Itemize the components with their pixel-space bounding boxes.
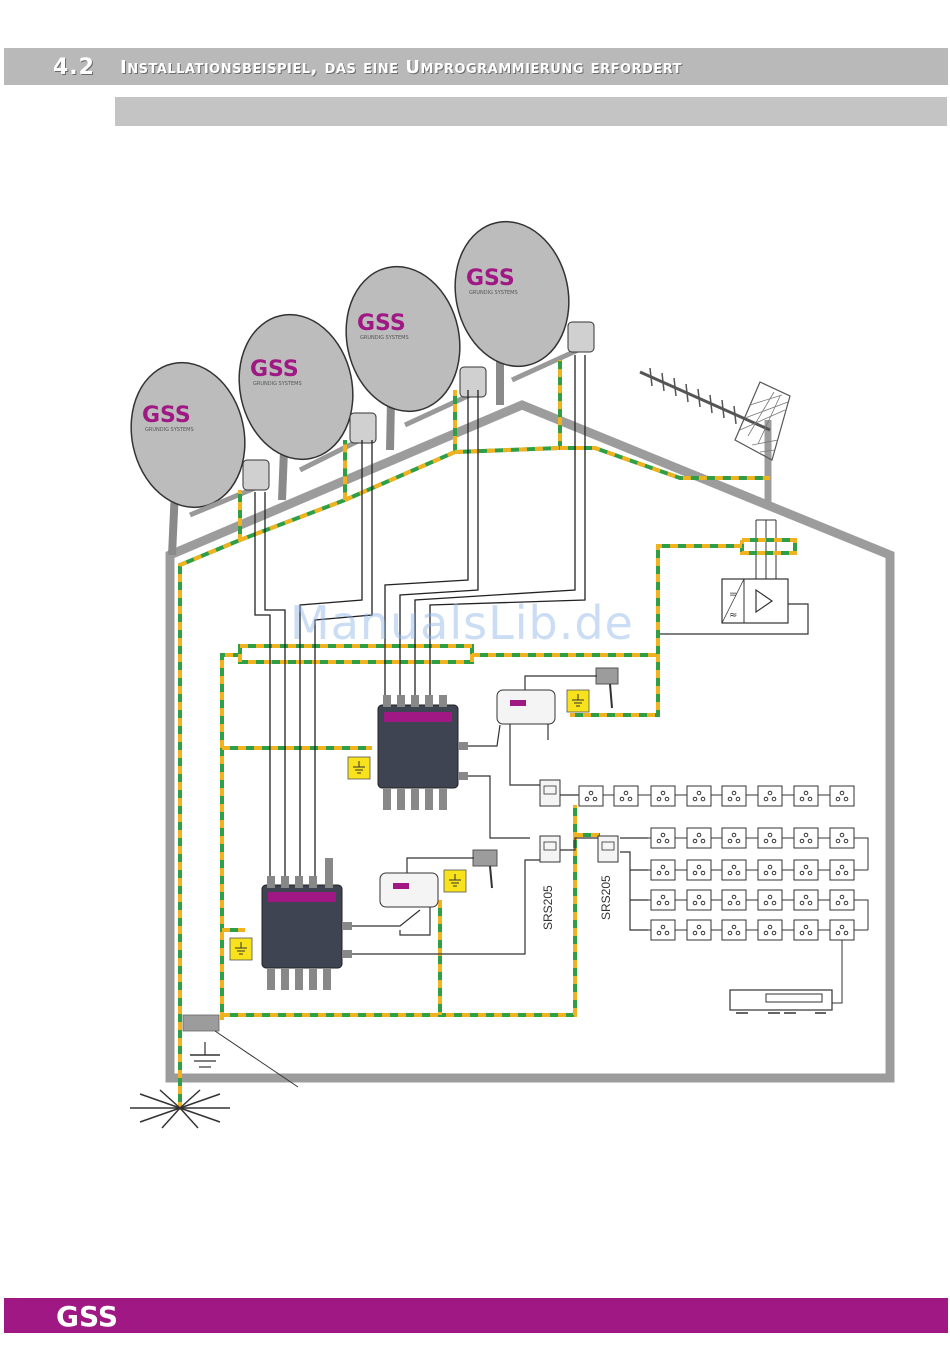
satellite-receiver xyxy=(730,990,832,1013)
power-supply-lower xyxy=(380,850,497,907)
ground-symbol-icon-3 xyxy=(444,870,466,892)
dish-brand-1: GSS xyxy=(142,403,191,428)
dish-subtitle-3: GRUNDIG SYSTEMS xyxy=(360,335,409,341)
ground-symbol-icon-4 xyxy=(230,938,252,960)
splitter-label-1: SRS205 xyxy=(541,885,555,930)
splitter-label-2: SRS205 xyxy=(599,875,613,920)
socket-row-5 xyxy=(648,920,868,940)
multiswitch-lower xyxy=(262,858,352,990)
socket-row-1 xyxy=(570,786,854,806)
svg-text:≈: ≈ xyxy=(729,610,737,621)
splitter-2 xyxy=(540,836,560,862)
svg-text:=: = xyxy=(729,589,737,600)
dish-brand-3: GSS xyxy=(357,311,406,336)
multiswitch-upper xyxy=(378,695,468,810)
footer-bar xyxy=(4,1298,948,1333)
ground-symbol-icon-1 xyxy=(348,757,370,779)
ground-symbol-icon-2 xyxy=(567,690,589,712)
splitter-1 xyxy=(540,780,560,806)
dish-brand-4: GSS xyxy=(466,266,515,291)
terrestrial-amplifier: = ≈ xyxy=(660,520,808,634)
socket-row-4 xyxy=(648,890,868,910)
splitter-3 xyxy=(598,836,618,862)
socket-row-2 xyxy=(648,828,868,848)
dish-brand-2: GSS xyxy=(250,357,299,382)
dish-subtitle-1: GRUNDIG SYSTEMS xyxy=(145,427,194,433)
watermark: ManualsLib.de xyxy=(290,596,634,650)
ground-wires xyxy=(180,360,795,1110)
house-outline xyxy=(170,405,890,1078)
dish-subtitle-4: GRUNDIG SYSTEMS xyxy=(469,290,518,296)
socket-row-3 xyxy=(648,860,868,880)
footer-logo: GSS xyxy=(56,1300,118,1333)
dish-subtitle-2: GRUNDIG SYSTEMS xyxy=(253,381,302,387)
